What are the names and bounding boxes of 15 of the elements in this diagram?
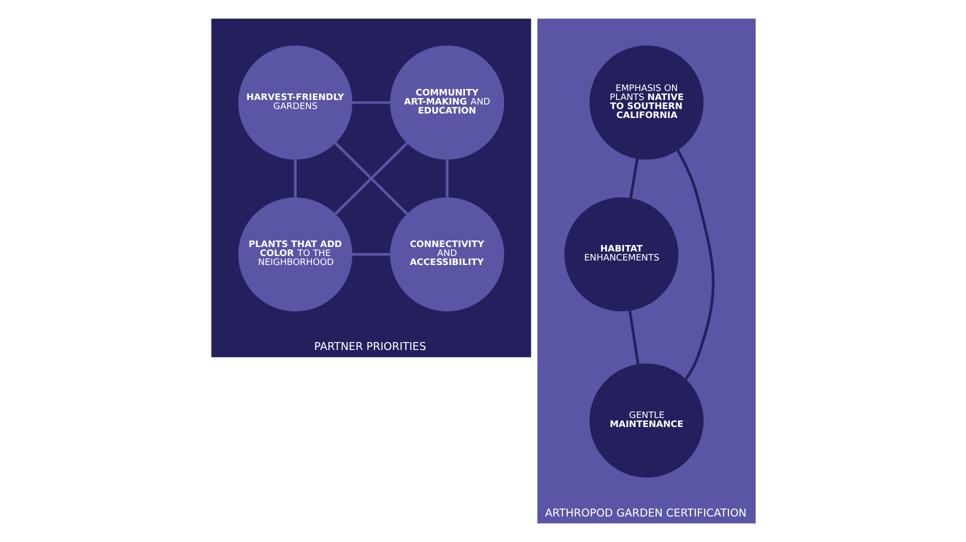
connector xyxy=(676,149,714,380)
node-circle: EMPHASIS ON PLANTS NATIVE TO SOUTHERN CALIFORNIA xyxy=(589,46,704,160)
connector xyxy=(445,159,448,198)
connector xyxy=(628,310,639,365)
connector xyxy=(351,101,390,104)
node-circle: CONNECTIVITY AND ACCESSIBILITY xyxy=(390,197,504,312)
node-circle: HABITAT ENHANCEMENTS xyxy=(564,197,678,312)
connector xyxy=(628,158,638,199)
node-circle: COMMUNITY ART-MAKING AND EDUCATION xyxy=(390,46,504,160)
node-circle: PLANTS THAT ADD COLOR TO THE NEIGHBORHOOD xyxy=(238,197,352,312)
node-circle: HARVEST-FRIENDLY GARDENS xyxy=(238,46,352,160)
connector xyxy=(334,142,408,216)
connector xyxy=(293,159,296,198)
node-circle: GENTLE MAINTENANCE xyxy=(589,364,704,478)
connector xyxy=(351,253,390,256)
